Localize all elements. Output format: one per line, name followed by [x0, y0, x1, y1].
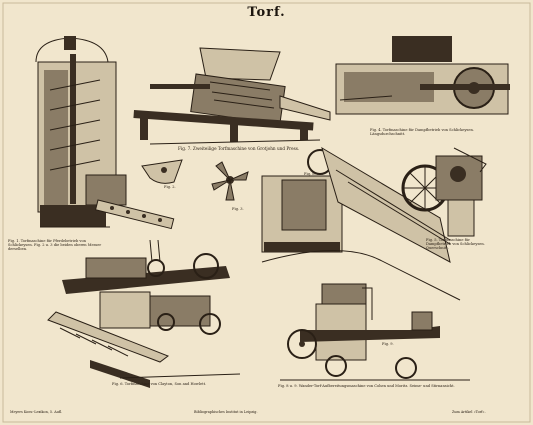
fig6-clayton-machine — [47, 239, 241, 388]
caption-fig8: Fig. 8. — [304, 172, 316, 176]
fig4-longitudinal-section — [335, 36, 510, 115]
footer-right: Zum Artikel »Torf«. — [452, 410, 486, 414]
caption-fig7: Fig. 7. Zweiteilige Torfmaschine von Gro… — [178, 146, 300, 151]
footer-left: Meyers Konv.-Lexikon, 5. Aufl. — [10, 410, 63, 414]
fig2-knife — [141, 159, 183, 184]
caption-fig2: Fig. 2. — [164, 185, 176, 189]
caption-fig3: Fig. 3. — [232, 207, 244, 211]
fig9-wagon-machine — [280, 283, 470, 381]
fig5-cross-section — [401, 147, 487, 237]
plate-title: Torf. — [247, 5, 286, 20]
caption-fig4-text: Fig. 4. Torfmaschine für Dampfbetrieb vo… — [370, 128, 474, 137]
caption-fig4: Fig. 4. Torfmaschine für Dampfbetrieb vo… — [370, 128, 495, 136]
caption-fig89: Fig. 8 u. 9. Wander-Torf-Aufbereitungsma… — [278, 384, 455, 388]
fig7-horizontal-machine — [133, 47, 331, 145]
caption-fig6: Fig. 6. Torfmaschine von Clayton, Son an… — [112, 382, 207, 386]
caption-fig5: Fig. 5. Torfmaschine für Dampfbetrieb vo… — [426, 238, 485, 251]
caption-fig9: Fig. 9. — [382, 342, 394, 346]
footer-center: Bibliographisches Institut in Leipzig. — [194, 410, 258, 414]
fig8-elevator-machine — [261, 146, 461, 301]
caption-fig1: Fig. 1. Torfmaschine für Pferdebetrieb v… — [8, 239, 102, 252]
fig3-knife — [211, 161, 249, 201]
fig1-vertical-machine — [35, 36, 175, 230]
